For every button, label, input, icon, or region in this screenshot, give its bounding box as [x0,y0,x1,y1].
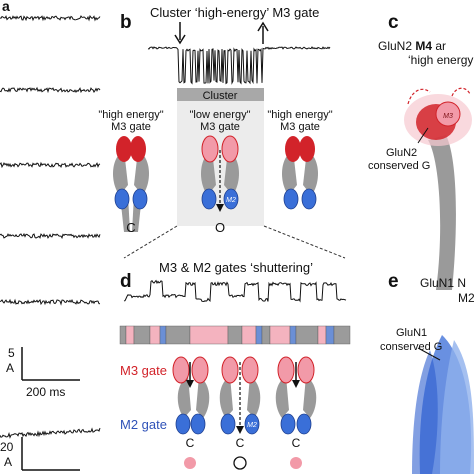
panel-b-title: Cluster ‘high-energy’ M3 gate [150,5,319,20]
dashed-arrow-icon [216,150,224,212]
state-1-letter: C [126,220,135,235]
panel-d-title: M3 & M2 gates ‘shuttering’ [159,260,313,275]
gate-state-segment [317,325,327,345]
scale-bar-time: 200 ms [26,385,65,399]
panel-a-traces [0,14,101,439]
panel-a-trace [0,86,101,94]
panel-c-line2: ‘high energy [408,53,473,67]
m2-gate-label: M2 gate [120,417,167,432]
gate-state-segment [133,325,151,345]
gate-state-segment [255,325,263,345]
panel-e-label: e [388,271,399,292]
panel-a-label: a [2,0,10,14]
channel-closed-2 [282,136,318,210]
panel-b-trace-line [147,46,331,85]
state-3-line1: "high energy" [267,109,332,121]
state-2-line1: "low energy" [189,109,250,121]
gate-state-segment [261,325,271,345]
panel-e-annot2: conserved G [380,341,442,353]
panel-a-trace [0,298,101,306]
subunit-label-m2-b: M2 [226,197,236,204]
gate-state-segment [333,325,351,345]
channel-d-3: C [275,356,317,469]
channel-open: M2 O [201,135,239,235]
scale-bar-amp2-unit: A [4,455,12,469]
channel-closed-1: C [113,136,149,235]
cluster-label: Cluster [203,90,238,102]
channel-d-2-state: C [236,436,245,450]
panel-c-label: c [388,12,399,33]
gate-state-segment [295,325,319,345]
arrow-up-icon [257,21,269,44]
panel-b: b Cluster ‘high-energy’ M3 gate Cluster … [98,5,346,259]
panel-a-trace [0,232,101,240]
subunit-label-m2-d: M2 [247,422,257,429]
panel-c-annot1: GluN2 [386,147,417,159]
panel-c-line1: GluN2 M4 ar [378,39,446,53]
dashed-arrow-icon [407,88,431,105]
gate-state-segment [269,325,291,345]
arrow-down-icon [174,22,186,45]
scale-bar-amp2: 20 [0,440,14,454]
gate-state-segment [165,325,191,345]
gate-state-segment [325,325,335,345]
panel-a-trace [0,427,101,439]
state-1-line2: M3 gate [111,121,151,133]
m3-gate-label: M3 gate [120,363,167,378]
scale-bar-amp: 5 [8,346,15,360]
gate-state-segment [119,325,127,345]
subunit-label-m3-c: M3 [443,113,453,120]
panel-d-trace [123,279,347,303]
panel-b-trace [147,46,331,85]
state-1-line1: "high energy" [98,109,163,121]
panel-e-line1: GluN1 N [420,276,466,290]
scale-bar: 5 A 200 ms 20 A [0,346,80,471]
panel-d-label: d [120,271,132,292]
scale-bar-amp-unit: A [6,361,14,375]
panel-a-trace [0,14,101,22]
panel-a: a 5 A 200 ms 20 A [0,0,101,471]
panel-d: d M3 & M2 gates ‘shuttering’ M3 gate M2 … [119,260,351,470]
panel-d-trace-line [123,279,347,303]
gate-state-segment [241,325,257,345]
channel-d-3-state: C [292,436,301,450]
panel-c: c GluN2 M4 ar ‘high energy M3 GluN2 cons… [368,12,473,290]
channel-d-2: M2 C [219,356,261,470]
gate-state-segment [189,325,229,345]
panel-c-body [428,135,456,290]
gate-state-segment [227,325,243,345]
state-2-letter: O [215,220,225,235]
state-2-line2: M3 gate [200,121,240,133]
gate-state-bar [119,325,351,345]
channel-d-1-state: C [186,436,195,450]
gate-state-segment [125,325,135,345]
panel-a-trace [0,161,101,169]
panel-b-label: b [120,12,132,33]
panel-c-annot2: conserved G [368,160,430,172]
panel-e-annot1: GluN1 [396,327,427,339]
panel-e-line2: M2 [458,291,474,305]
cluster-label-box [177,88,264,101]
gate-state-segment [149,325,161,345]
gate-state-segment [289,325,297,345]
panel-e: e GluN1 N M2 GluN1 conserved G [380,271,474,474]
state-3-line2: M3 gate [280,121,320,133]
gate-state-segment [159,325,167,345]
channel-d-1: C [172,356,210,469]
